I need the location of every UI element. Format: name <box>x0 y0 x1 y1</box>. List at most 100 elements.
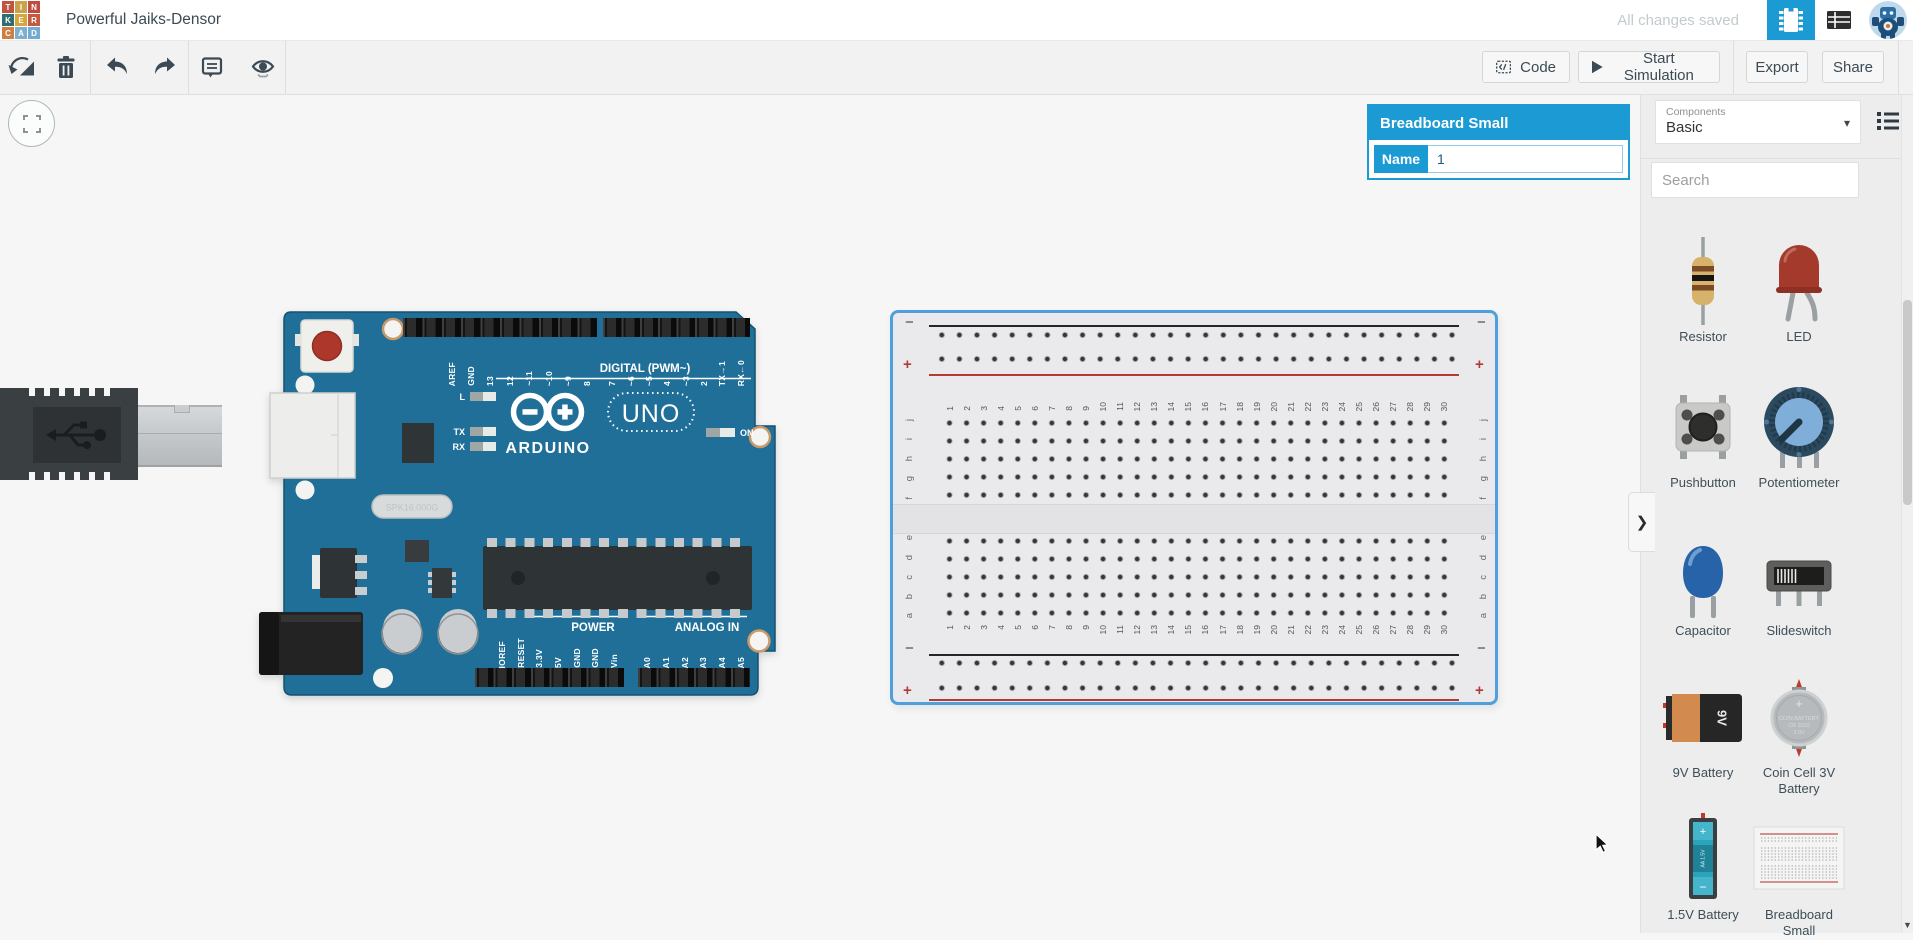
usb-notches <box>20 472 112 480</box>
mouse-cursor <box>1595 832 1611 860</box>
capacitor-icon <box>1683 546 1723 618</box>
component-label: Coin Cell 3V Battery <box>1762 765 1836 797</box>
component-name-input[interactable] <box>1428 145 1623 173</box>
toolbar-divider <box>90 40 91 94</box>
circuits-mode-button[interactable] <box>1767 0 1815 40</box>
digital-header-left[interactable] <box>403 318 597 337</box>
toolbar: Code Start Simulation Export Share <box>0 40 1913 95</box>
digital-section-label: DIGITAL (PWM~) <box>600 363 691 375</box>
scrollbar-thumb[interactable] <box>1903 300 1912 505</box>
plus-mark: + <box>903 356 912 373</box>
led-on-label: ON <box>740 428 754 438</box>
arduino-model: UNO <box>622 400 681 428</box>
play-icon <box>1592 60 1603 74</box>
toolbar-divider <box>285 40 286 94</box>
component-item-pushbutton[interactable]: Pushbutton <box>1655 382 1751 491</box>
center-channel <box>893 504 1495 534</box>
component-label: Resistor <box>1679 329 1727 344</box>
resistor-icon <box>1692 237 1714 325</box>
components-category-dropdown[interactable]: Components Basic ▾ <box>1655 100 1861 144</box>
power-section-label: POWER <box>571 622 615 634</box>
rotate-button[interactable] <box>3 49 39 85</box>
component-item-slideswitch[interactable]: Slideswitch <box>1751 544 1847 639</box>
robot-avatar-icon <box>1869 1 1907 39</box>
avatar[interactable] <box>1869 1 1907 39</box>
category-value: Basic <box>1666 119 1703 136</box>
component-item-breadboard-small[interactable]: Breadboard Small <box>1751 812 1847 940</box>
notes-button[interactable] <box>194 49 230 85</box>
power-header[interactable] <box>475 668 624 687</box>
eye-icon <box>251 59 275 77</box>
battery-9v-text: 9V <box>1715 710 1730 726</box>
search-input[interactable] <box>1652 170 1863 190</box>
circuit-canvas[interactable]: L TX RX ON ARDUINO UNO DIGITAL (PWM~) <box>0 94 1913 933</box>
component-table-button[interactable] <box>1815 0 1863 40</box>
component-item-9v-battery[interactable]: 9V 9V Battery <box>1655 674 1751 781</box>
view-button[interactable] <box>245 49 281 85</box>
delete-button[interactable] <box>48 49 84 85</box>
arduino-uno[interactable]: L TX RX ON ARDUINO UNO DIGITAL (PWM~) <box>259 309 778 700</box>
start-simulation-button[interactable]: Start Simulation <box>1578 50 1720 84</box>
terminal-holes-bottom[interactable] <box>941 532 1453 622</box>
component-label: Breadboard Small <box>1765 907 1833 939</box>
terminal-holes-top[interactable] <box>941 414 1453 504</box>
save-status: All changes saved <box>1617 11 1739 29</box>
zoom-to-fit-button[interactable] <box>8 100 55 147</box>
usb-plug[interactable] <box>0 388 138 480</box>
digital-header-right[interactable] <box>603 318 750 337</box>
scroll-down-icon[interactable]: ▼ <box>1903 920 1912 930</box>
arduino-brand: ARDUINO <box>505 440 590 457</box>
power-rail-holes[interactable] <box>933 323 1461 373</box>
redo-icon <box>155 57 175 74</box>
redo-button[interactable] <box>147 49 183 85</box>
sidebar-divider <box>1641 158 1913 159</box>
sidebar-collapse-tab[interactable]: ❯ <box>1628 492 1655 552</box>
potentiometer-icon <box>1764 387 1834 468</box>
list-view-button[interactable] <box>1873 106 1903 136</box>
component-item-15v-battery[interactable]: + AA 1.5V − 1.5V Battery <box>1655 812 1751 923</box>
power-rail-holes[interactable] <box>933 651 1461 701</box>
component-item-resistor[interactable]: Resistor <box>1655 236 1751 345</box>
crystal-label: SPK16.000G <box>386 503 439 513</box>
code-label: Code <box>1520 58 1556 76</box>
aa-minus: − <box>1699 880 1706 894</box>
toolbar-divider <box>1898 40 1899 94</box>
minus-mark: − <box>1477 640 1486 657</box>
component-item-capacitor[interactable]: Capacitor <box>1655 544 1751 639</box>
component-label: Slideswitch <box>1766 623 1832 638</box>
sidebar-scrollbar[interactable]: ▼ <box>1901 94 1913 933</box>
fit-brackets-icon <box>22 114 41 133</box>
analog-header[interactable] <box>638 668 750 687</box>
document-title[interactable]: Powerful Jaiks-Densor <box>66 11 222 28</box>
dip-legs <box>487 609 749 618</box>
undo-icon <box>107 57 127 74</box>
slideswitch-icon <box>1766 560 1832 606</box>
chevron-right-icon: ❯ <box>1635 514 1649 531</box>
export-button[interactable]: Export <box>1746 51 1808 83</box>
pushbutton-icon <box>1675 395 1731 459</box>
share-button[interactable]: Share <box>1822 51 1884 83</box>
component-label: Pushbutton <box>1670 475 1736 490</box>
undo-button[interactable] <box>99 49 135 85</box>
component-item-led[interactable]: LED <box>1751 236 1847 345</box>
coin-cell-icon: + COIN BATTERY CR 2032 3.0V <box>1770 679 1828 757</box>
plus-mark: + <box>1475 356 1484 373</box>
component-item-coin-cell[interactable]: + COIN BATTERY CR 2032 3.0V Coin Cell 3V… <box>1751 674 1847 798</box>
usb-notches <box>20 388 112 396</box>
usb-symbol-panel <box>33 407 121 463</box>
code-button[interactable]: Code <box>1482 51 1570 83</box>
coin-line3: 3.0V <box>1793 730 1805 736</box>
component-item-potentiometer[interactable]: Potentiometer <box>1751 382 1847 491</box>
name-label: Name <box>1374 145 1428 173</box>
led-icon <box>1776 245 1822 322</box>
